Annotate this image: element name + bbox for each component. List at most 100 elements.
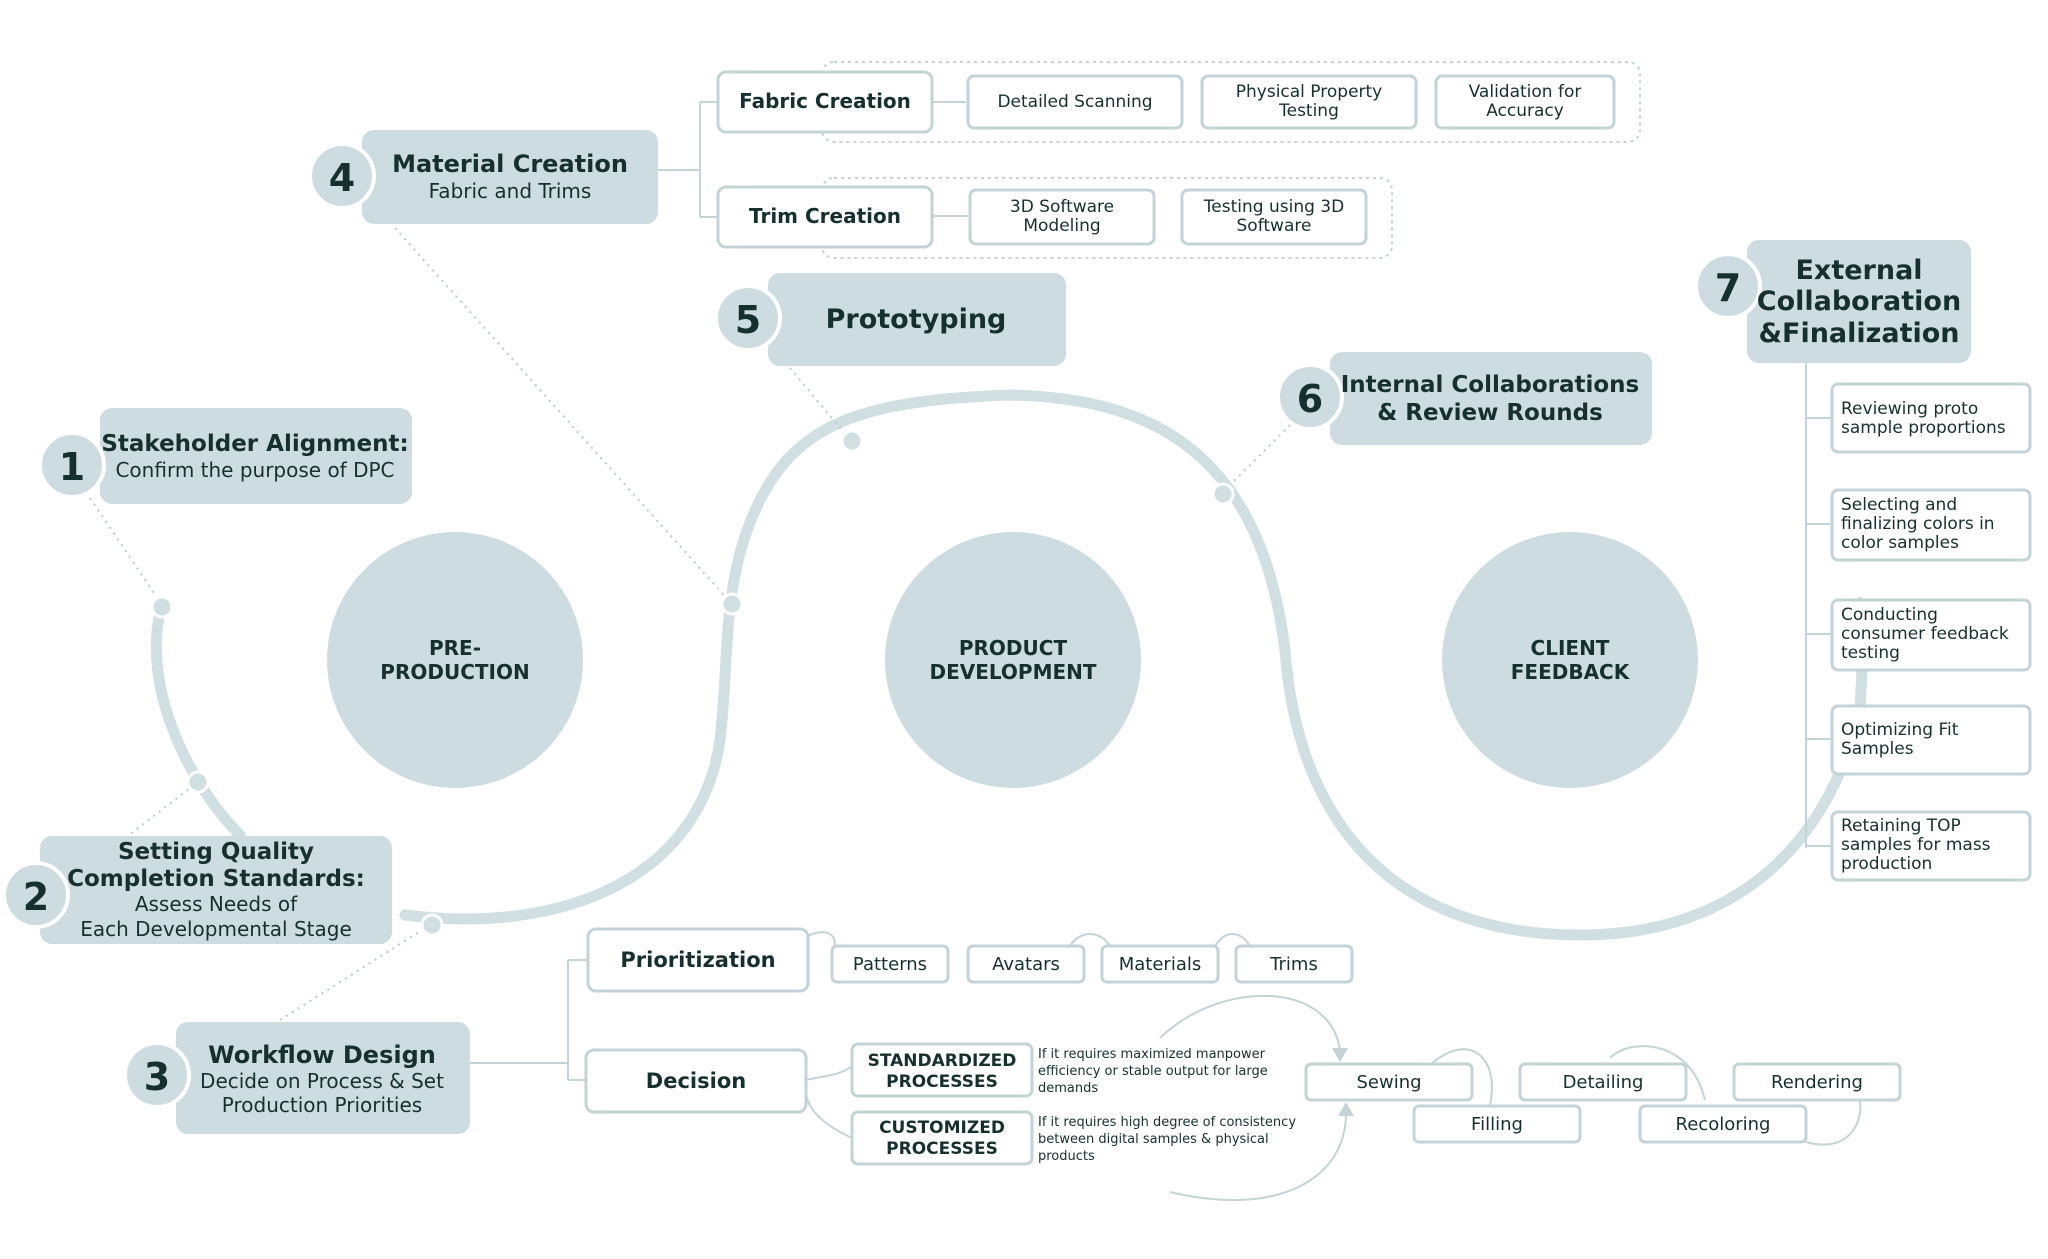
svg-text:Decision: Decision	[646, 1069, 746, 1093]
svg-text:Rendering: Rendering	[1771, 1072, 1863, 1093]
standardized-processes-node: STANDARDIZED PROCESSES	[850, 1042, 1034, 1098]
svg-text:Setting Quality: Setting Quality	[118, 839, 314, 865]
customized-processes-note: If it requires high degree of consistenc…	[1038, 1115, 1296, 1164]
svg-text:STANDARDIZED: STANDARDIZED	[868, 1051, 1017, 1071]
svg-text:Samples: Samples	[1841, 739, 1914, 759]
svg-text:PRODUCT: PRODUCT	[959, 636, 1068, 660]
svg-text:Detailed Scanning: Detailed Scanning	[997, 92, 1152, 112]
svg-text:efficiency or stable output fo: efficiency or stable output for large	[1038, 1064, 1268, 1079]
svg-text:If it requires high degree of: If it requires high degree of consistenc…	[1038, 1115, 1296, 1130]
svg-text:sample proportions: sample proportions	[1841, 418, 2006, 438]
svg-text:Production Priorities: Production Priorities	[222, 1093, 422, 1117]
svg-text:Reviewing proto: Reviewing proto	[1841, 399, 1978, 419]
svg-text:&Finalization: &Finalization	[1758, 318, 1959, 349]
svg-text:Avatars: Avatars	[992, 954, 1060, 975]
trim-chip-testing-using-3d-software: Testing using 3D Software	[1180, 188, 1368, 246]
svg-text:Patterns: Patterns	[853, 954, 927, 975]
svg-text:Each Developmental Stage: Each Developmental Stage	[80, 917, 352, 941]
svg-text:Retaining TOP: Retaining TOP	[1841, 816, 1961, 836]
svg-text:External: External	[1795, 255, 1922, 286]
svg-text:Accuracy: Accuracy	[1486, 101, 1564, 121]
svg-text:FEEDBACK: FEEDBACK	[1511, 660, 1631, 684]
step-3-workflow-design: 3 Workflow Design Decide on Process & Se…	[123, 1022, 470, 1134]
svg-text:testing: testing	[1841, 643, 1900, 663]
prioritization-node: Prioritization	[586, 927, 810, 993]
production-step-filling: Filling	[1412, 1104, 1582, 1144]
svg-text:Stakeholder Alignment:: Stakeholder Alignment:	[101, 431, 408, 457]
svg-text:Trim Creation: Trim Creation	[749, 204, 901, 228]
finalization-item-2: Selecting and finalizing colors in color…	[1830, 488, 2032, 562]
svg-text:between digital samples & phys: between digital samples & physical	[1038, 1132, 1269, 1147]
finalization-item-5: Retaining TOP samples for mass productio…	[1830, 810, 2032, 882]
svg-text:Selecting and: Selecting and	[1841, 495, 1957, 515]
svg-text:Software: Software	[1237, 216, 1312, 236]
svg-text:Completion Standards:: Completion Standards:	[67, 866, 365, 892]
step-3-number: 3	[144, 1055, 170, 1099]
step-5-number: 5	[735, 298, 761, 342]
svg-text:3D Software: 3D Software	[1010, 197, 1114, 217]
priority-chip-patterns: Patterns	[830, 944, 950, 984]
svg-text:Physical Property: Physical Property	[1236, 82, 1383, 102]
step-6-internal-collaborations: 6 Internal Collaborations & Review Round…	[1276, 352, 1652, 445]
svg-text:CLIENT: CLIENT	[1531, 636, 1610, 660]
stage-client-feedback: CLIENT FEEDBACK	[1442, 532, 1698, 788]
priority-chip-avatars: Avatars	[966, 944, 1086, 984]
priority-chip-trims: Trims	[1234, 944, 1354, 984]
svg-text:demands: demands	[1038, 1081, 1098, 1096]
finalization-item-4: Optimizing Fit Samples	[1830, 704, 2032, 776]
svg-text:Prototyping: Prototyping	[826, 304, 1007, 335]
svg-text:Validation for: Validation for	[1469, 82, 1582, 102]
trim-chip-3d-software-modeling: 3D Software Modeling	[968, 188, 1156, 246]
fabric-chip-physical-property-testing: Physical Property Testing	[1200, 74, 1418, 130]
step-5-prototyping: 5 Prototyping	[714, 273, 1066, 366]
priority-chip-materials: Materials	[1100, 944, 1220, 984]
svg-text:PROCESSES: PROCESSES	[886, 1139, 998, 1159]
production-step-recoloring: Recoloring	[1638, 1104, 1808, 1144]
step-2-number: 2	[23, 875, 49, 919]
svg-text:Optimizing Fit: Optimizing Fit	[1841, 720, 1959, 740]
svg-text:Conducting: Conducting	[1841, 605, 1938, 625]
step-4-number: 4	[329, 156, 355, 200]
svg-text:Fabric Creation: Fabric Creation	[739, 89, 911, 113]
finalization-item-3: Conducting consumer feedback testing	[1830, 598, 2032, 672]
svg-text:Confirm the purpose of DPC: Confirm the purpose of DPC	[115, 458, 394, 482]
workflow-arrowheads	[1332, 1048, 1354, 1116]
svg-text:CUSTOMIZED: CUSTOMIZED	[879, 1118, 1005, 1138]
decision-node: Decision	[584, 1048, 808, 1114]
fabric-chip-validation-for-accuracy: Validation for Accuracy	[1434, 74, 1616, 130]
svg-text:Material Creation: Material Creation	[392, 150, 628, 178]
trim-creation-node: Trim Creation	[716, 185, 934, 249]
svg-text:finalizing colors in: finalizing colors in	[1841, 514, 1995, 534]
svg-text:Internal Collaborations: Internal Collaborations	[1341, 372, 1640, 398]
svg-text:Filling: Filling	[1471, 1114, 1523, 1135]
finalization-branches	[1805, 363, 1832, 848]
stage-pre-production: PRE- PRODUCTION	[327, 532, 583, 788]
step-6-number: 6	[1297, 377, 1323, 421]
svg-text:PRODUCTION: PRODUCTION	[380, 660, 529, 684]
svg-text:consumer feedback: consumer feedback	[1841, 624, 2009, 644]
svg-text:Fabric and Trims: Fabric and Trims	[429, 179, 592, 203]
step-1-stakeholder-alignment: 1 Stakeholder Alignment: Confirm the pur…	[38, 408, 412, 504]
svg-text:Testing: Testing	[1278, 101, 1339, 121]
svg-text:Recoloring: Recoloring	[1676, 1114, 1771, 1135]
svg-text:Decide on Process & Set: Decide on Process & Set	[200, 1069, 444, 1093]
fabric-creation-node: Fabric Creation	[716, 70, 934, 134]
svg-text:Sewing: Sewing	[1356, 1072, 1421, 1093]
step-7-external-collaboration: 7 External Collaboration &Finalization	[1694, 240, 1971, 363]
svg-text:Detailing: Detailing	[1563, 1072, 1644, 1093]
curve-markers	[150, 429, 1235, 937]
svg-text:& Review Rounds: & Review Rounds	[1377, 400, 1603, 426]
svg-text:color samples: color samples	[1841, 533, 1959, 553]
dotted-connectors	[89, 227, 1296, 1021]
stage-product-development: PRODUCT DEVELOPMENT	[885, 532, 1141, 788]
svg-text:PRE-: PRE-	[429, 636, 481, 660]
svg-text:DEVELOPMENT: DEVELOPMENT	[929, 660, 1096, 684]
svg-text:Modeling: Modeling	[1023, 216, 1100, 236]
fabric-chip-detailed-scanning: Detailed Scanning	[966, 74, 1184, 130]
svg-text:products: products	[1038, 1149, 1095, 1164]
svg-text:Assess Needs of: Assess Needs of	[135, 892, 298, 916]
finalization-item-1: Reviewing proto sample proportions	[1830, 382, 2032, 454]
svg-text:production: production	[1841, 854, 1932, 874]
step-7-number: 7	[1715, 266, 1741, 310]
